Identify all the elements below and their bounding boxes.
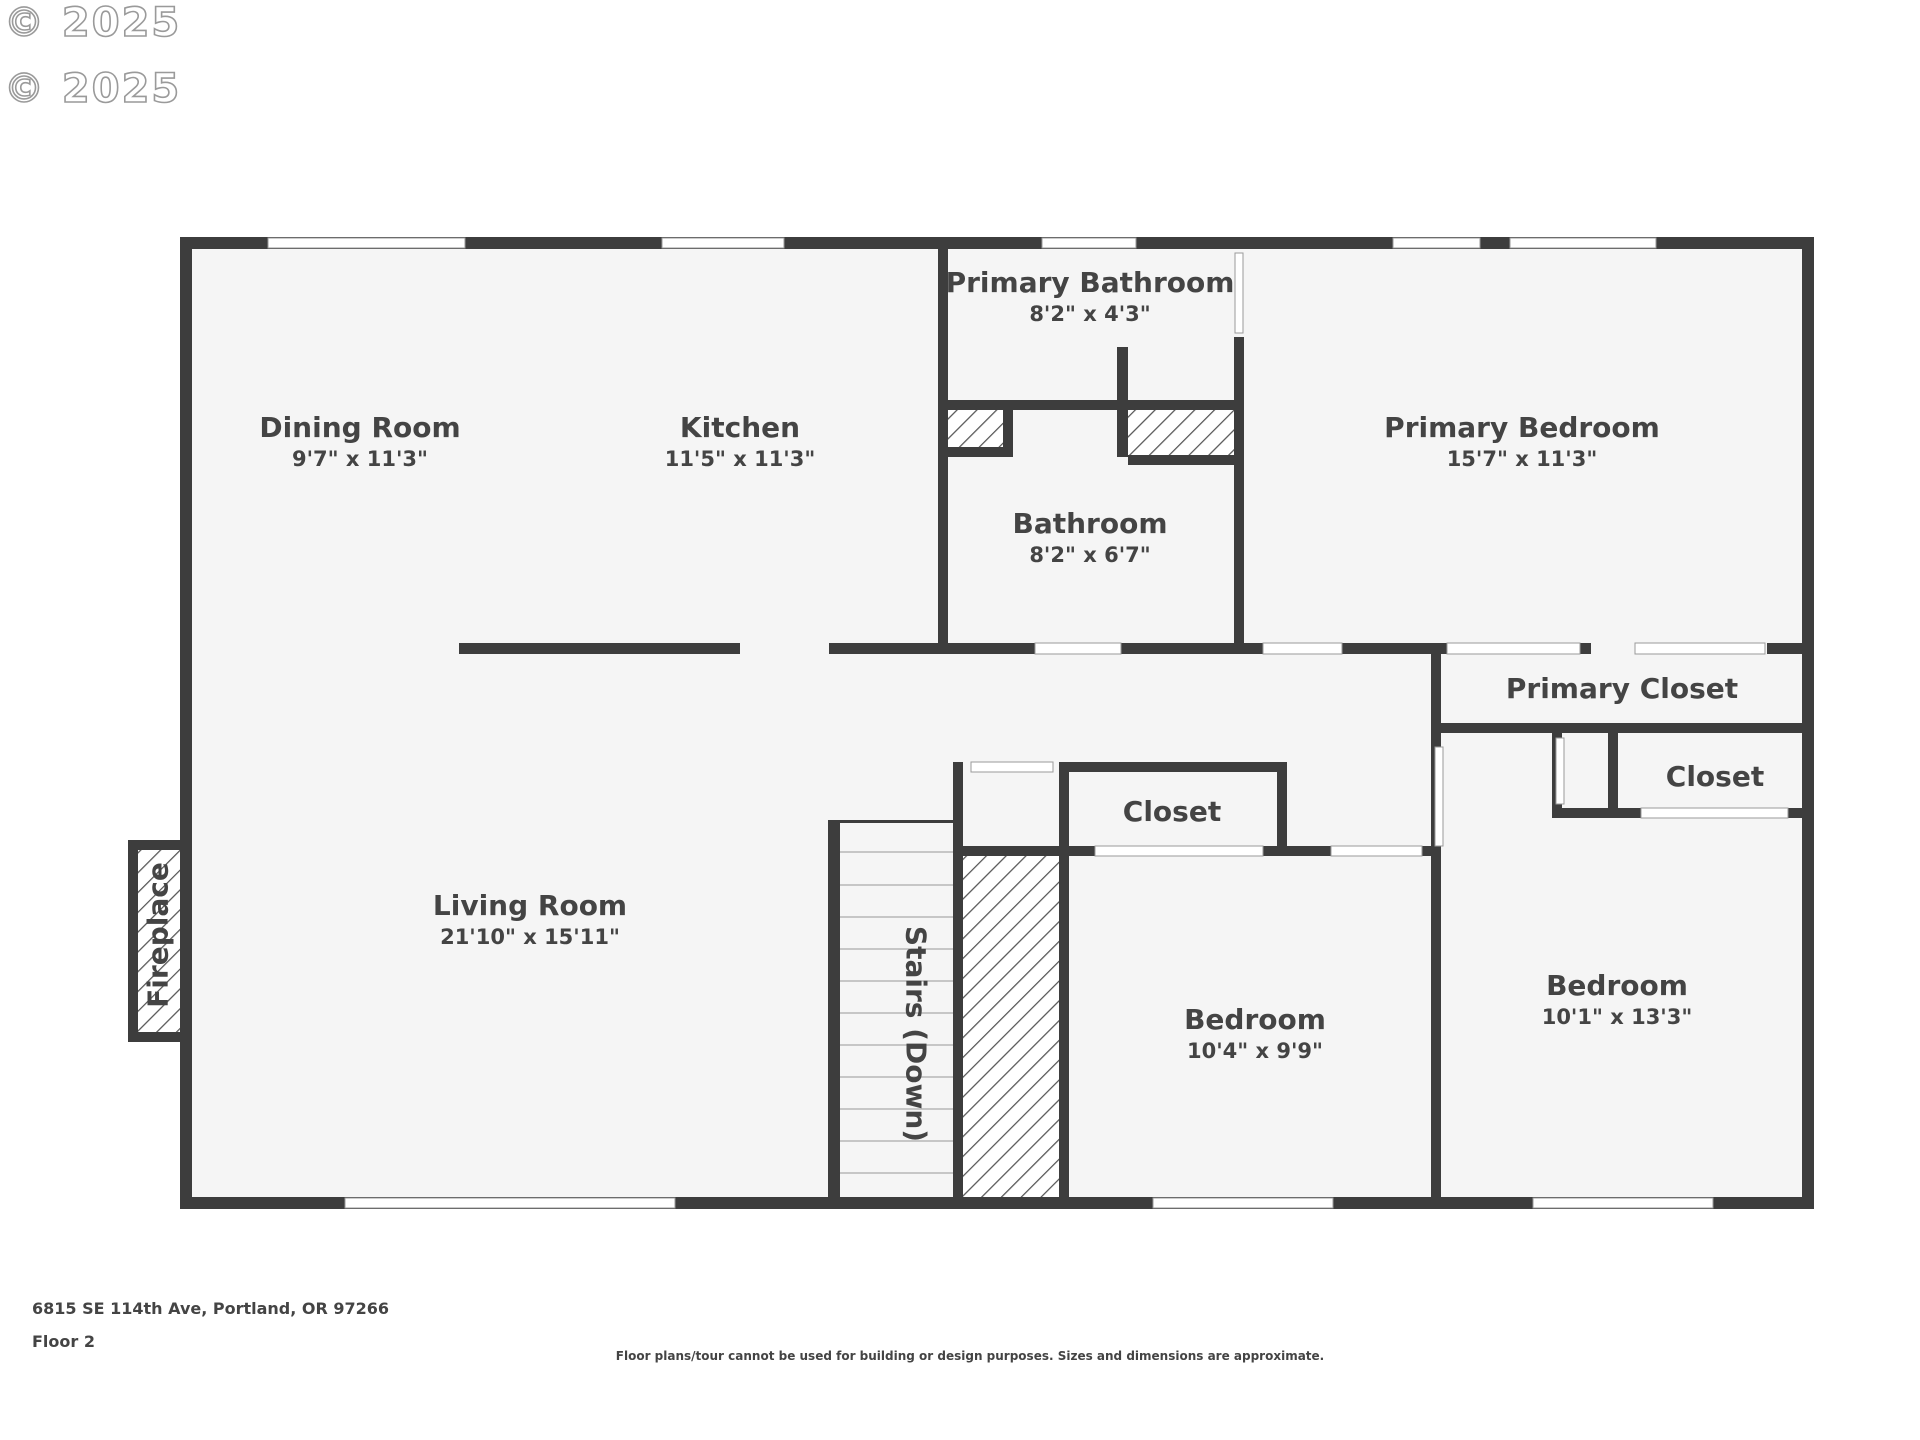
room-dimensions: 8'2" x 6'7" (1029, 543, 1151, 567)
room-primary-bathroom: Primary Bathroom 8'2" x 4'3" (946, 266, 1235, 328)
room-primary-bedroom: Primary Bedroom 15'7" x 11'3" (1384, 411, 1660, 473)
chase-hatch (1128, 410, 1234, 456)
room-name: Living Room (432, 889, 628, 922)
room-closet-right: Closet (1666, 760, 1764, 794)
room-dimensions: 21'10" x 15'11" (440, 925, 620, 949)
watermark: © 2025 (3, 0, 182, 47)
address-text: 6815 SE 114th Ave, Portland, OR 97266 (32, 1299, 390, 1318)
fireplace-label: Fireplace (141, 862, 175, 1008)
room-dimensions: 8'2" x 4'3" (1029, 302, 1151, 326)
room-dimensions: 15'7" x 11'3" (1446, 447, 1598, 471)
room-name: Bedroom (1184, 1003, 1326, 1036)
floor-label: Floor 2 (32, 1332, 95, 1351)
room-dimensions: 11'5" x 11'3" (664, 447, 816, 471)
room-kitchen: Kitchen 11'5" x 11'3" (665, 411, 816, 473)
stair-treads (840, 851, 953, 1174)
room-dimensions: 10'4" x 9'9" (1187, 1039, 1323, 1063)
room-primary-closet: Primary Closet (1506, 672, 1738, 706)
fireplace-hatch (136, 848, 184, 1034)
room-living-room: Living Room 21'10" x 15'11" (433, 889, 627, 951)
stairs-label: Stairs (Down) (899, 925, 933, 1143)
room-dining-room: Dining Room 9'7" x 11'3" (259, 411, 460, 473)
room-dimensions: 9'7" x 11'3" (292, 447, 428, 471)
room-bedroom-mid: Bedroom 10'4" x 9'9" (1184, 1003, 1326, 1065)
room-bedroom-right: Bedroom 10'1" x 13'3" (1542, 969, 1693, 1031)
chase-hatch (953, 856, 1059, 1203)
room-name: Bedroom (1546, 969, 1688, 1002)
watermark: © 2025 (3, 65, 182, 113)
room-name: Closet (1665, 760, 1765, 793)
room-name: Closet (1122, 795, 1222, 828)
room-name: Bathroom (1012, 507, 1168, 540)
room-name: Kitchen (679, 411, 801, 444)
room-dimensions: 10'1" x 13'3" (1541, 1005, 1693, 1029)
disclaimer-text: Floor plans/tour cannot be used for buil… (615, 1349, 1325, 1363)
room-name: Dining Room (259, 411, 461, 444)
room-name: Primary Bathroom (945, 266, 1235, 299)
room-closet-mid: Closet (1123, 795, 1221, 829)
windows (267, 237, 1789, 1209)
room-name: Primary Bedroom (1384, 411, 1660, 444)
room-bathroom: Bathroom 8'2" x 6'7" (1012, 507, 1167, 569)
room-name: Primary Closet (1505, 672, 1739, 705)
